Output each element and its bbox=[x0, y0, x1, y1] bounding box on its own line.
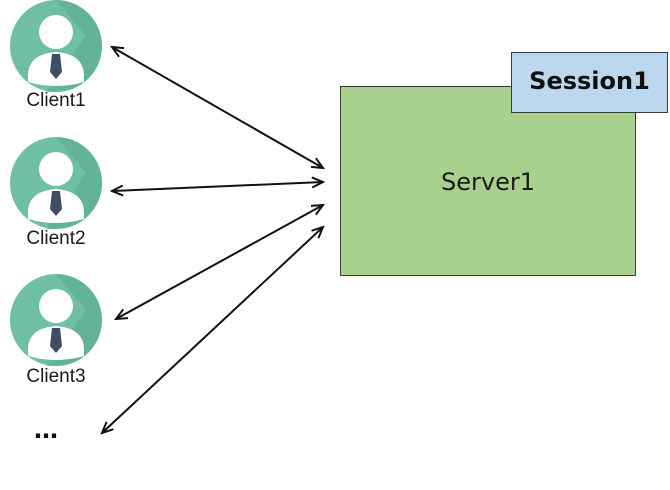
server-label: Server1 bbox=[441, 168, 535, 196]
client3-label: Client3 bbox=[26, 366, 86, 387]
client1-avatar-icon bbox=[10, 0, 102, 92]
session-label: Session1 bbox=[529, 67, 650, 95]
client2-avatar-icon bbox=[10, 137, 102, 229]
more-clients-ellipsis: … bbox=[34, 416, 58, 444]
server-box bbox=[340, 86, 636, 276]
session-box bbox=[511, 52, 668, 113]
arrow-client2-server bbox=[112, 182, 323, 191]
arrow-more-clients-server bbox=[102, 227, 323, 433]
client2-label: Client2 bbox=[26, 228, 86, 249]
client3-avatar-icon bbox=[10, 274, 102, 366]
client1-label: Client1 bbox=[26, 90, 86, 111]
arrow-client1-server bbox=[112, 47, 323, 168]
arrow-client3-server bbox=[116, 205, 323, 319]
